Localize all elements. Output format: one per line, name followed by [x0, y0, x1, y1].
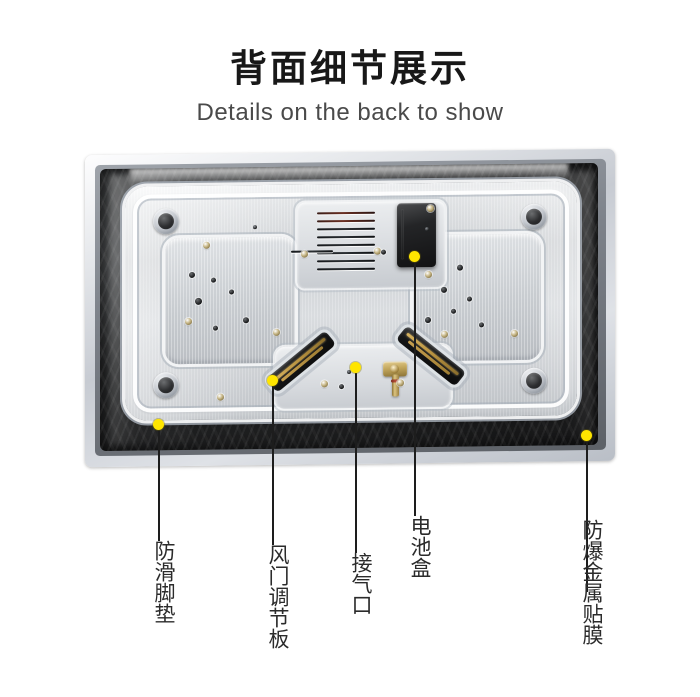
screw [185, 317, 192, 326]
mount-hole [467, 296, 472, 302]
vent-slot [317, 219, 375, 223]
screw [425, 271, 432, 279]
mount-hole [479, 322, 484, 328]
screw [397, 379, 404, 387]
screw [511, 329, 518, 338]
callout-label-battery-box: 电池盒 [408, 515, 432, 578]
mount-hole [425, 317, 431, 324]
vent-slot-group [317, 211, 375, 279]
vent-slot [317, 211, 375, 215]
leader-line-gas-inlet [355, 373, 357, 553]
callout-label-anti-slip-foot-pad: 防滑脚垫 [152, 540, 176, 624]
mount-hole [339, 384, 344, 390]
callout-dot-gas-inlet [350, 362, 361, 373]
small-pin [425, 227, 429, 232]
vent-slot [317, 267, 375, 271]
screw [217, 393, 224, 401]
callout-label-air-damper-plate: 风门调节板 [266, 544, 290, 649]
leader-line-air-damper-plate [272, 386, 274, 545]
screw [441, 330, 448, 338]
vent-slot [317, 235, 375, 239]
mount-hole [457, 264, 463, 271]
mount-hole [451, 308, 456, 314]
callout-dot-explosion-proof-metal-film [581, 430, 592, 441]
mount-hole [381, 249, 386, 255]
mount-hole [195, 297, 202, 305]
callout-label-gas-inlet: 接气口 [349, 552, 373, 615]
screw [427, 204, 434, 213]
product-photo-cooktop-back [85, 148, 615, 468]
callout-dot-battery-box [409, 251, 420, 262]
mount-hole [243, 317, 249, 324]
vent-slot [317, 259, 375, 263]
leader-line-battery-box [414, 262, 416, 516]
screw [374, 247, 381, 255]
mount-hole [229, 289, 234, 295]
callout-label-explosion-proof-metal-film: 防爆金属贴膜 [580, 519, 604, 645]
leader-line-anti-slip-foot-pad [158, 430, 160, 541]
mount-hole [441, 286, 447, 293]
pan-brush-left [165, 236, 295, 365]
small-pin [253, 225, 257, 230]
mount-hole [189, 271, 195, 278]
page-title-cn: 背面细节展示 [230, 47, 470, 90]
vent-slot [317, 227, 375, 231]
screw [321, 380, 328, 388]
screw [273, 328, 280, 336]
callout-dot-air-damper-plate [267, 375, 278, 386]
callout-dot-anti-slip-foot-pad [153, 419, 164, 430]
screw [203, 241, 210, 249]
page-title-en: Details on the back to show [196, 99, 504, 126]
mount-hole [213, 325, 218, 331]
brushed-metal-back-plate [125, 181, 577, 421]
leader-line-explosion-proof-metal-film [586, 441, 588, 592]
vent-slot [317, 243, 375, 247]
battery-lid-seam [401, 209, 404, 260]
screw [301, 250, 308, 258]
burner-pan-left [165, 236, 295, 365]
mount-hole [211, 277, 216, 283]
